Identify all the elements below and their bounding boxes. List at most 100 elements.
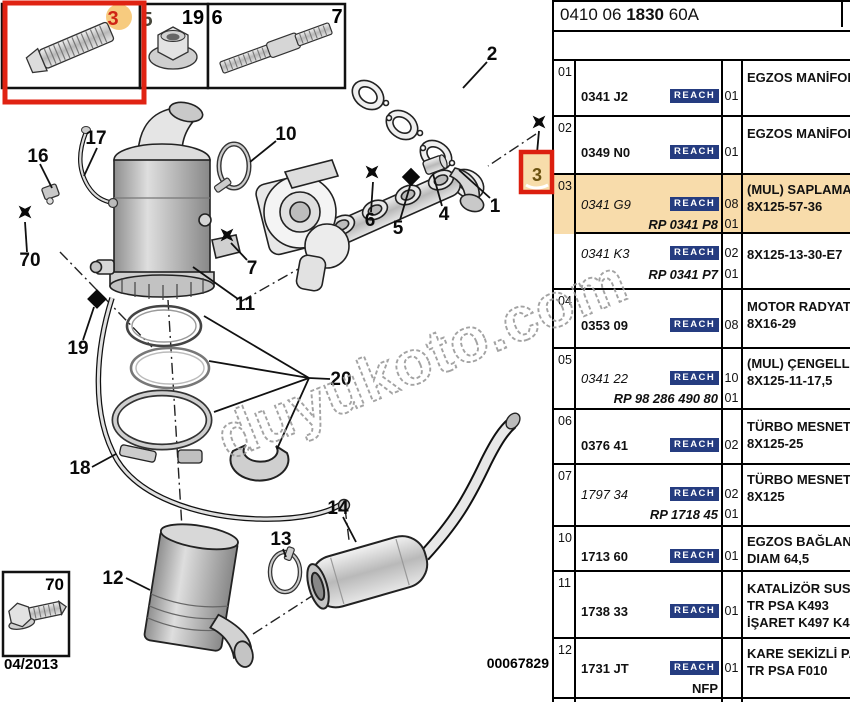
row-number: 07 (554, 465, 576, 525)
inset-label-3-selected: 3 (107, 8, 118, 30)
part-code: 0376 41 (581, 438, 628, 453)
callout-7: 7 (247, 258, 258, 279)
part-code: 1731 JT (581, 661, 629, 676)
header-divider (841, 2, 843, 27)
reach-badge[interactable]: REACH (670, 145, 720, 159)
clip-16 (41, 183, 60, 201)
diagram-number: 00067829 (487, 655, 550, 671)
table-row-clipped (554, 699, 850, 702)
callout-70: 70 (19, 250, 40, 271)
part-qty: 01 (724, 549, 739, 563)
part-code: 0341 K3 (581, 246, 630, 261)
replacement-code: RP 1718 45 (649, 507, 718, 522)
inset-label-6: 6 (211, 7, 222, 29)
inset-label-7: 7 (331, 6, 342, 28)
stud-part (25, 21, 115, 74)
callout-4: 4 (439, 204, 450, 225)
replacement-code: RP 98 286 490 80 (613, 391, 718, 406)
part-description: EGZOS MANİFOLD (747, 70, 850, 85)
row-number: 03 (554, 175, 576, 288)
parts-table: 0410 06 1830 60A 01 EGZOS MANİFOLD 0341 … (552, 0, 850, 702)
part-code: 0353 09 (581, 318, 628, 333)
reach-badge[interactable]: REACH (670, 246, 720, 260)
table-row: 02 EGZOS MANİFOLD 0349 N0 REACH 01 (554, 117, 850, 175)
reach-badge[interactable]: REACH (670, 197, 720, 211)
callout-19: 19 (67, 338, 88, 359)
callout-20: 20 (330, 369, 351, 390)
catalog-code-bold: 1830 (626, 5, 665, 24)
row-number: 04 (554, 290, 576, 347)
callout-numbers: 16 17 10 2 1 4 5 6 7 70 11 19 20 18 12 1… (19, 44, 500, 589)
catalog-code-prefix: 0410 06 (560, 5, 622, 24)
table-row: 01 EGZOS MANİFOLD 0341 J2 REACH 01 (554, 61, 850, 117)
nfp-label: NFP (692, 681, 718, 696)
table-row: 10 EGZOS BAĞLANTIDIAM 64,5 1713 60 REACH… (554, 527, 850, 572)
callout-1: 1 (490, 196, 501, 217)
callout-11: 11 (235, 294, 256, 315)
ring-group-20 (111, 304, 290, 482)
reach-badge[interactable]: REACH (670, 438, 720, 452)
inset-boxes: 5 3 19 6 7 (0, 0, 347, 105)
row-number: 10 (554, 527, 576, 570)
hex-screw-part (8, 600, 68, 630)
table-row: 04 MOTOR RADYATÖR8X16-29 0353 09 REACH 0… (554, 290, 850, 349)
v-clamp-13 (267, 546, 303, 595)
part-qty: 02 (724, 438, 739, 452)
part-qty: 01 (724, 89, 739, 103)
callout-3: 3 (532, 165, 542, 185)
empty-header-band (554, 32, 850, 61)
part-code: 1797 34 (581, 487, 628, 502)
callout-10: 10 (275, 124, 296, 145)
reach-badge[interactable]: REACH (670, 661, 720, 675)
part-code: 0349 N0 (581, 145, 631, 160)
part-description: MOTOR RADYATÖR8X16-29 (747, 299, 850, 331)
part-qty: 01 (724, 267, 739, 281)
callout-17: 17 (85, 128, 106, 149)
lower-canister (143, 523, 254, 668)
part-description: EGZOS BAĞLANTIDIAM 64,5 (747, 534, 850, 566)
row-number: 12 (554, 639, 576, 697)
turbocharger (255, 159, 350, 292)
part-code: 1738 33 (581, 604, 628, 619)
part-qty: 08 (724, 197, 739, 211)
part-qty: 02 (724, 487, 739, 501)
part-code: 1713 60 (581, 549, 628, 564)
diagram-date: 04/2013 (4, 656, 58, 673)
callout-5: 5 (393, 218, 404, 239)
part-qty: 08 (724, 318, 739, 332)
reach-badge[interactable]: REACH (670, 318, 720, 332)
band-clamp (111, 389, 213, 451)
part-qty: 10 (724, 371, 739, 385)
part-code: 0341 J2 (581, 89, 628, 104)
row-number: 05 (554, 349, 576, 408)
reach-badge[interactable]: REACH (670, 549, 720, 563)
reach-badge[interactable]: REACH (670, 487, 720, 501)
flange-nut-part (148, 26, 198, 70)
reach-badge[interactable]: REACH (670, 89, 720, 103)
dpf-catalyst (89, 101, 241, 300)
highlighted-ref-3: 3 (518, 149, 555, 195)
reach-badge[interactable]: REACH (670, 604, 720, 618)
row-number: 01 (554, 61, 576, 115)
selection-glow (106, 4, 132, 30)
sensor-tube (41, 126, 119, 209)
star-marker-3 (526, 109, 552, 135)
callout-12: 12 (102, 568, 123, 589)
reach-badge[interactable]: REACH (670, 371, 720, 385)
catalog-code-suffix: 60A (668, 5, 699, 24)
replacement-code: RP 0341 P7 (648, 267, 718, 282)
spacer-4 (422, 154, 448, 175)
manifold-gasket (351, 79, 485, 200)
part-qty: 01 (724, 217, 739, 231)
v-clamp-10 (213, 141, 252, 193)
inset-label-19: 19 (182, 7, 204, 29)
